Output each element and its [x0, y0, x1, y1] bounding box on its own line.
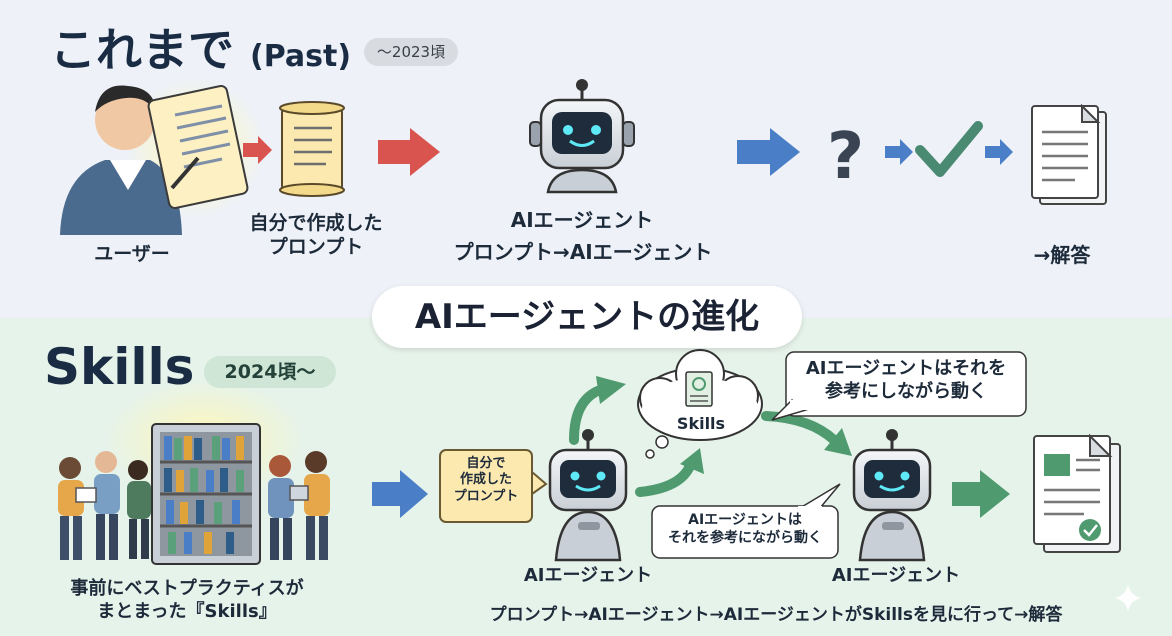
- arrow-user-to-prompt: [243, 136, 272, 164]
- label-past-flow: プロンプト→AIエージェント: [453, 240, 713, 264]
- arrow-question-to-check: [885, 139, 913, 165]
- thought-dot-1: [645, 449, 655, 459]
- arrow-cloud-to-agent-head: [824, 428, 852, 456]
- speech-bubble-top: [771, 351, 1027, 421]
- center-title: AIエージェントの進化: [372, 286, 802, 348]
- label-skills-flow: プロンプト→AIエージェント→AIエージェントがSkillsを見に行って→解答: [489, 605, 1063, 625]
- label-prompt: 自分で作成した プロンプト: [249, 212, 383, 258]
- robot-past-icon: [529, 79, 635, 194]
- arrow-people-to-prompt: [372, 470, 428, 518]
- arrow-robot-to-cloud-head: [596, 376, 626, 404]
- skills-document-icon: [685, 371, 713, 407]
- skills-era-badge: 2024頃〜: [204, 356, 336, 388]
- result-document-icon: [1033, 433, 1121, 553]
- answer-document-icon: [1031, 103, 1107, 205]
- arrow-agent-to-question: [737, 128, 800, 176]
- label-answer: →解答: [1033, 243, 1091, 267]
- arrow-cloud-to-agent-curve: [761, 411, 839, 445]
- arrow-prompt-to-agent: [378, 128, 440, 176]
- robot-left-icon: [548, 429, 628, 562]
- check-icon: [915, 121, 983, 177]
- label-user: ユーザー: [94, 243, 170, 265]
- arrow-check-to-answer: [985, 139, 1013, 165]
- label-agent-right: AIエージェント: [831, 565, 961, 586]
- sparkle-icon: [1114, 584, 1142, 612]
- past-title-suffix: (Past): [250, 39, 352, 74]
- label-agent-left: AIエージェント: [523, 565, 653, 586]
- label-cloud: Skills: [676, 414, 726, 433]
- prompt-box: [439, 449, 548, 523]
- label-bubble-mid: AIエージェントは それを参考にながら動く: [668, 512, 822, 546]
- people-group-icon: [58, 451, 330, 560]
- past-era-badge: 〜2023頃: [364, 38, 458, 66]
- label-agent: AIエージェント: [510, 208, 654, 232]
- user-document-icon: [147, 85, 249, 209]
- label-bubble-top: AIエージェントはそれを 参考にしながら動く: [805, 358, 1007, 402]
- arrow-robot-to-cloud-lower: [635, 461, 695, 497]
- speech-bubble-mid: [651, 483, 841, 559]
- past-title: これまで (Past): [50, 14, 351, 80]
- arrow-agent-to-result: [952, 470, 1010, 518]
- label-prompt-box: 自分で 作成した プロンプト: [453, 456, 519, 504]
- robot-right-icon: [852, 429, 932, 562]
- label-people: 事前にベストプラクティスが まとまった『Skills』: [70, 578, 304, 622]
- past-title-main: これまで: [50, 23, 234, 77]
- prompt-scroll-icon: [279, 101, 345, 197]
- thought-dot-2: [655, 435, 669, 449]
- skills-title: Skills: [44, 338, 195, 396]
- arrow-robot-to-cloud-curve: [569, 385, 605, 445]
- arrow-robot-to-cloud-lower-head: [680, 448, 704, 474]
- question-mark-icon: ?: [827, 120, 864, 194]
- bookshelf-icon: [151, 423, 261, 565]
